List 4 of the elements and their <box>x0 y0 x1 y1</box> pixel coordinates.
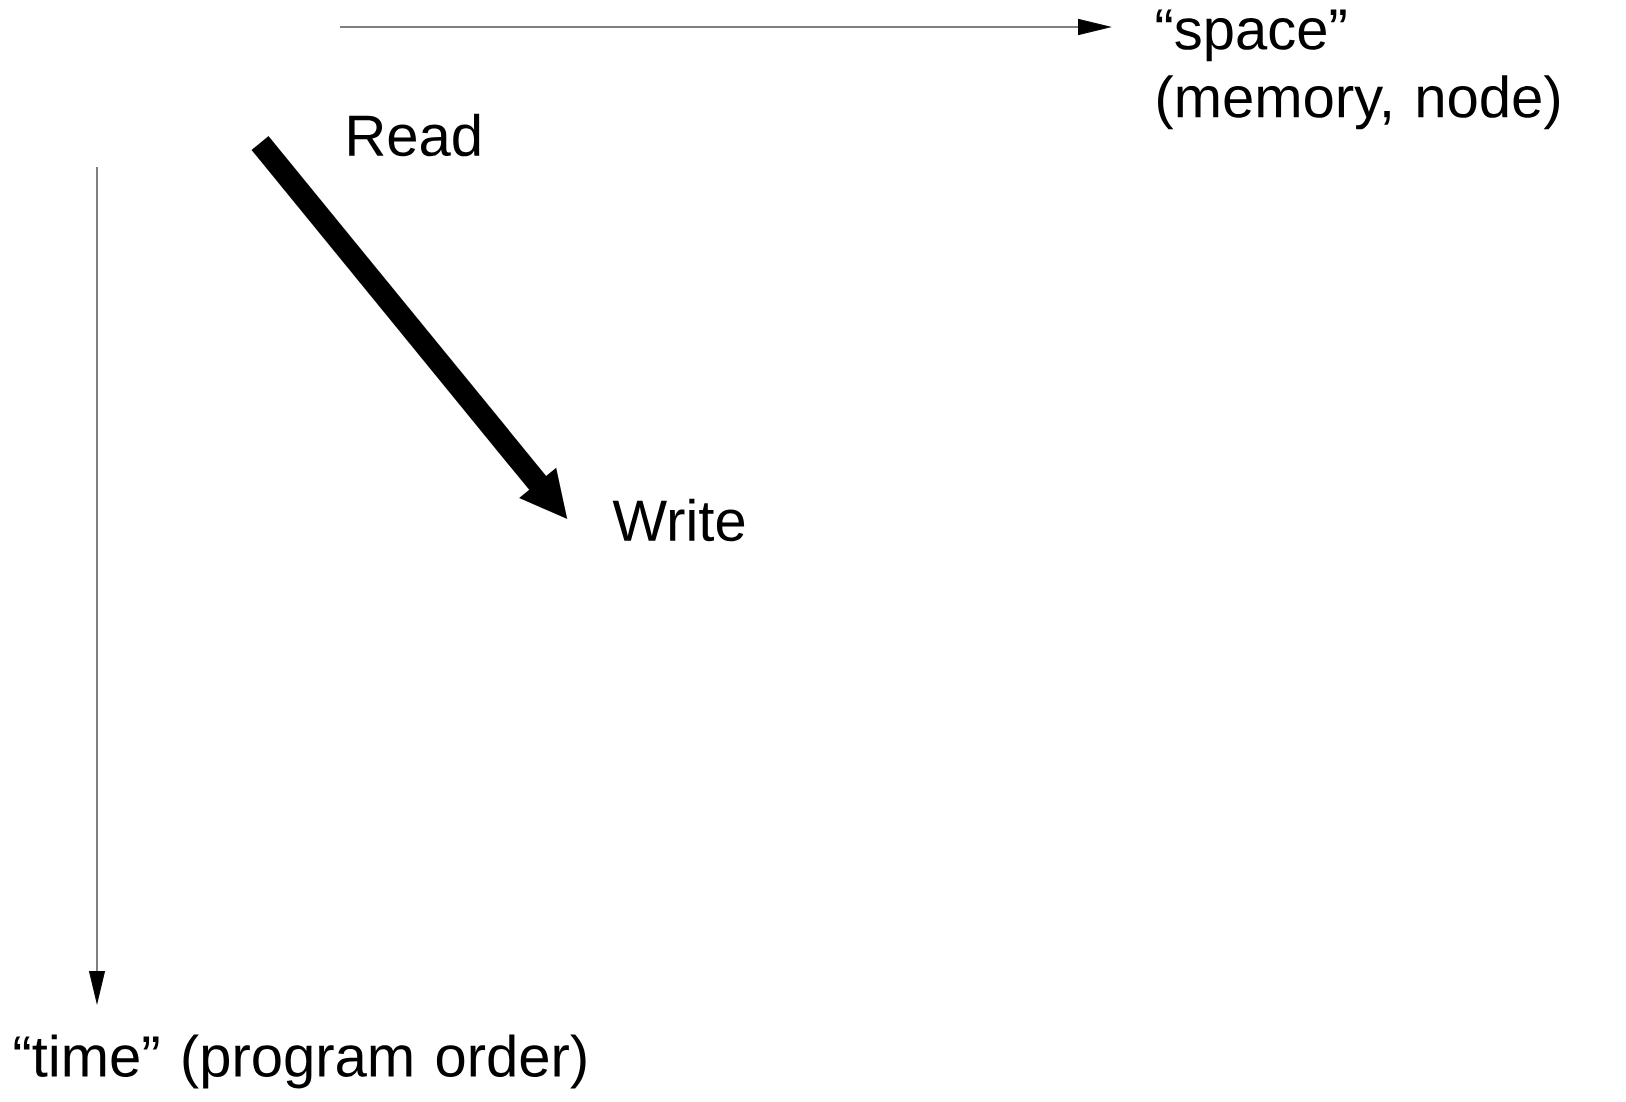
node-text: Read <box>349 113 480 157</box>
axis-label: “time” (program order) <box>14 1034 586 1089</box>
axis-label: “space” (memory, node) <box>1156 9 1560 130</box>
node-text: Write <box>612 498 745 542</box>
